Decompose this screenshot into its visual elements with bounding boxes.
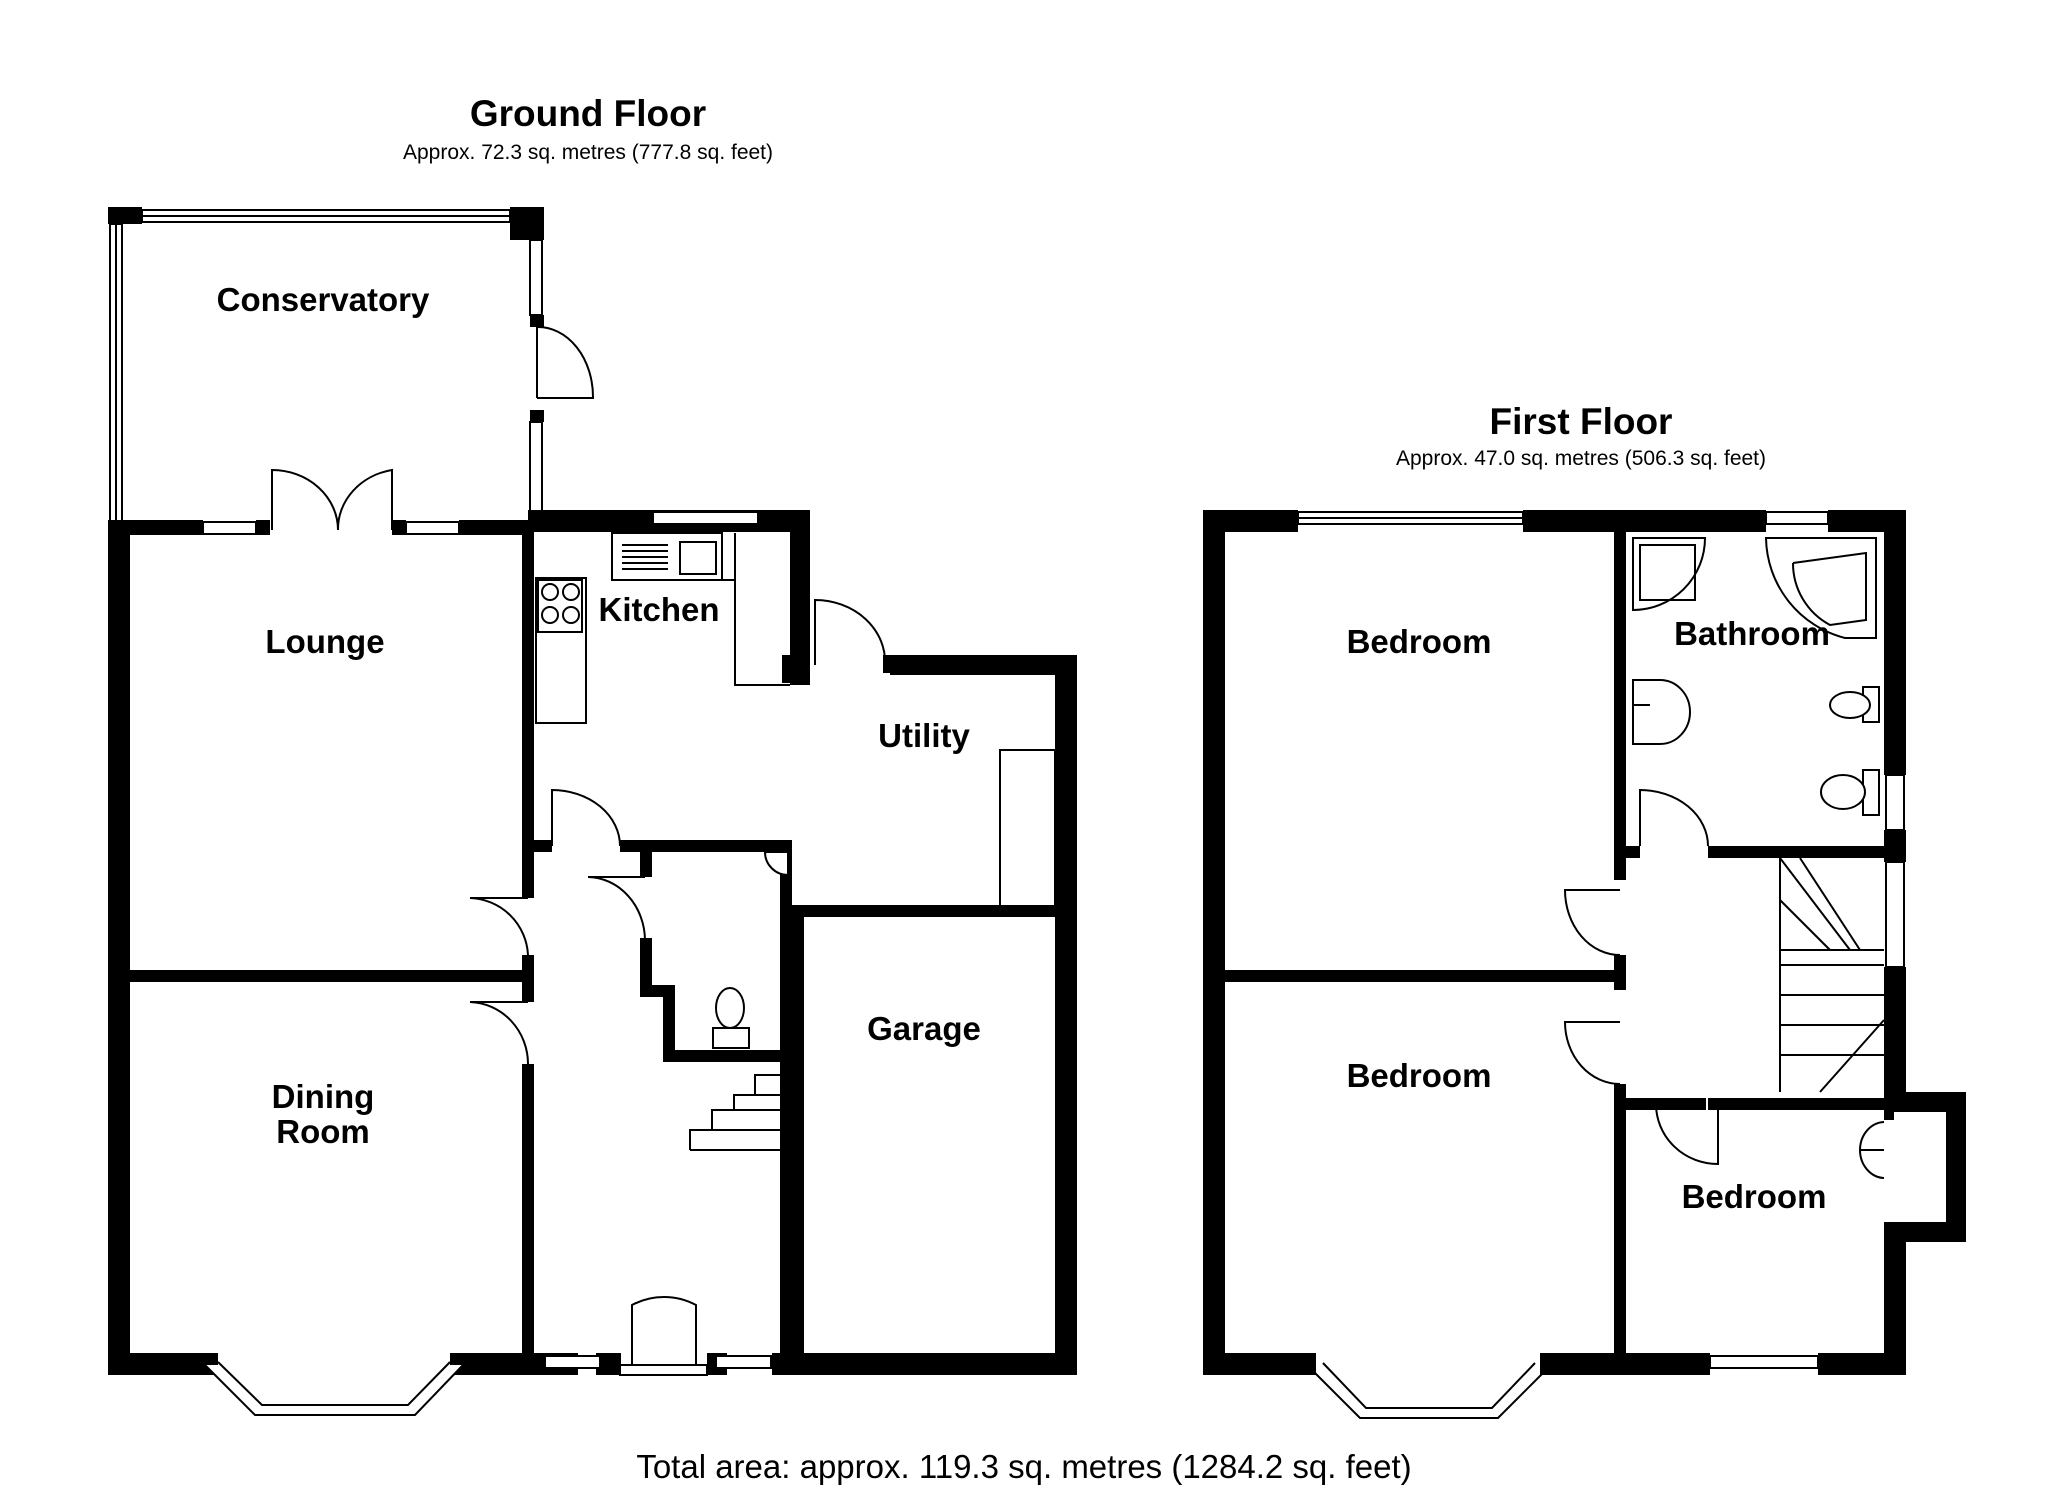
- ground-floor-title: Ground Floor: [470, 93, 706, 134]
- room-label-bedroom-2: Bedroom: [1347, 1057, 1492, 1094]
- room-label-garage: Garage: [867, 1010, 981, 1047]
- kitchen-units: [535, 532, 1056, 909]
- room-label-bedroom-3: Bedroom: [1682, 1178, 1827, 1215]
- landing-stairs: [1779, 857, 1885, 1093]
- bedroom-3-door: [1655, 1103, 1719, 1166]
- room-label-kitchen: Kitchen: [598, 591, 719, 628]
- bidet-icon: [1829, 686, 1880, 723]
- bathroom-fixtures: [1632, 537, 1880, 816]
- toilet-icon: [1820, 769, 1880, 816]
- front-door: [631, 1296, 697, 1365]
- hall-stairs: [689, 1074, 782, 1151]
- wc-toilet: [712, 987, 750, 1049]
- lounge-door: [469, 897, 529, 956]
- room-label-bathroom: Bathroom: [1674, 615, 1830, 652]
- hob-icon: [537, 579, 583, 633]
- kitchen-sink-icon: [611, 532, 723, 581]
- first-floor-title: First Floor: [1490, 401, 1673, 442]
- conservatory-door: [536, 325, 595, 399]
- first-floor-area: Approx. 47.0 sq. metres (506.3 sq. feet): [1396, 447, 1766, 470]
- bedroom-2-door: [1563, 1021, 1621, 1085]
- room-label-utility: Utility: [878, 717, 970, 754]
- dining-door: [469, 1001, 529, 1065]
- wc-door: [587, 876, 646, 941]
- bathroom-basin-icon: [1632, 679, 1691, 745]
- room-label-conservatory: Conservatory: [217, 281, 430, 318]
- bedroom-1-door: [1563, 889, 1621, 956]
- ground-floor-area: Approx. 72.3 sq. metres (777.8 sq. feet): [403, 141, 773, 164]
- room-label-dining-line2: Room: [276, 1113, 370, 1150]
- cupboard-door: [1858, 1121, 1885, 1179]
- dining-bay-window: [204, 1364, 464, 1416]
- room-label-dining-line1: Dining: [272, 1078, 375, 1115]
- room-label-bedroom-1: Bedroom: [1347, 623, 1492, 660]
- bedroom-bay-window: [1309, 1367, 1549, 1419]
- room-label-lounge: Lounge: [265, 623, 384, 660]
- bathroom-door: [1639, 788, 1709, 847]
- lounge-french-doors: [271, 468, 393, 531]
- total-area: Total area: approx. 119.3 sq. metres (12…: [636, 1448, 1411, 1485]
- conservatory-frame: [108, 207, 595, 532]
- ground-floor-plan: [108, 207, 1077, 1416]
- kitchen-hall-door: [551, 788, 621, 847]
- wc-basin: [763, 851, 789, 877]
- first-floor-plan: [1203, 510, 1966, 1419]
- shower-icon: [1632, 537, 1707, 612]
- utility-back-door: [814, 598, 887, 666]
